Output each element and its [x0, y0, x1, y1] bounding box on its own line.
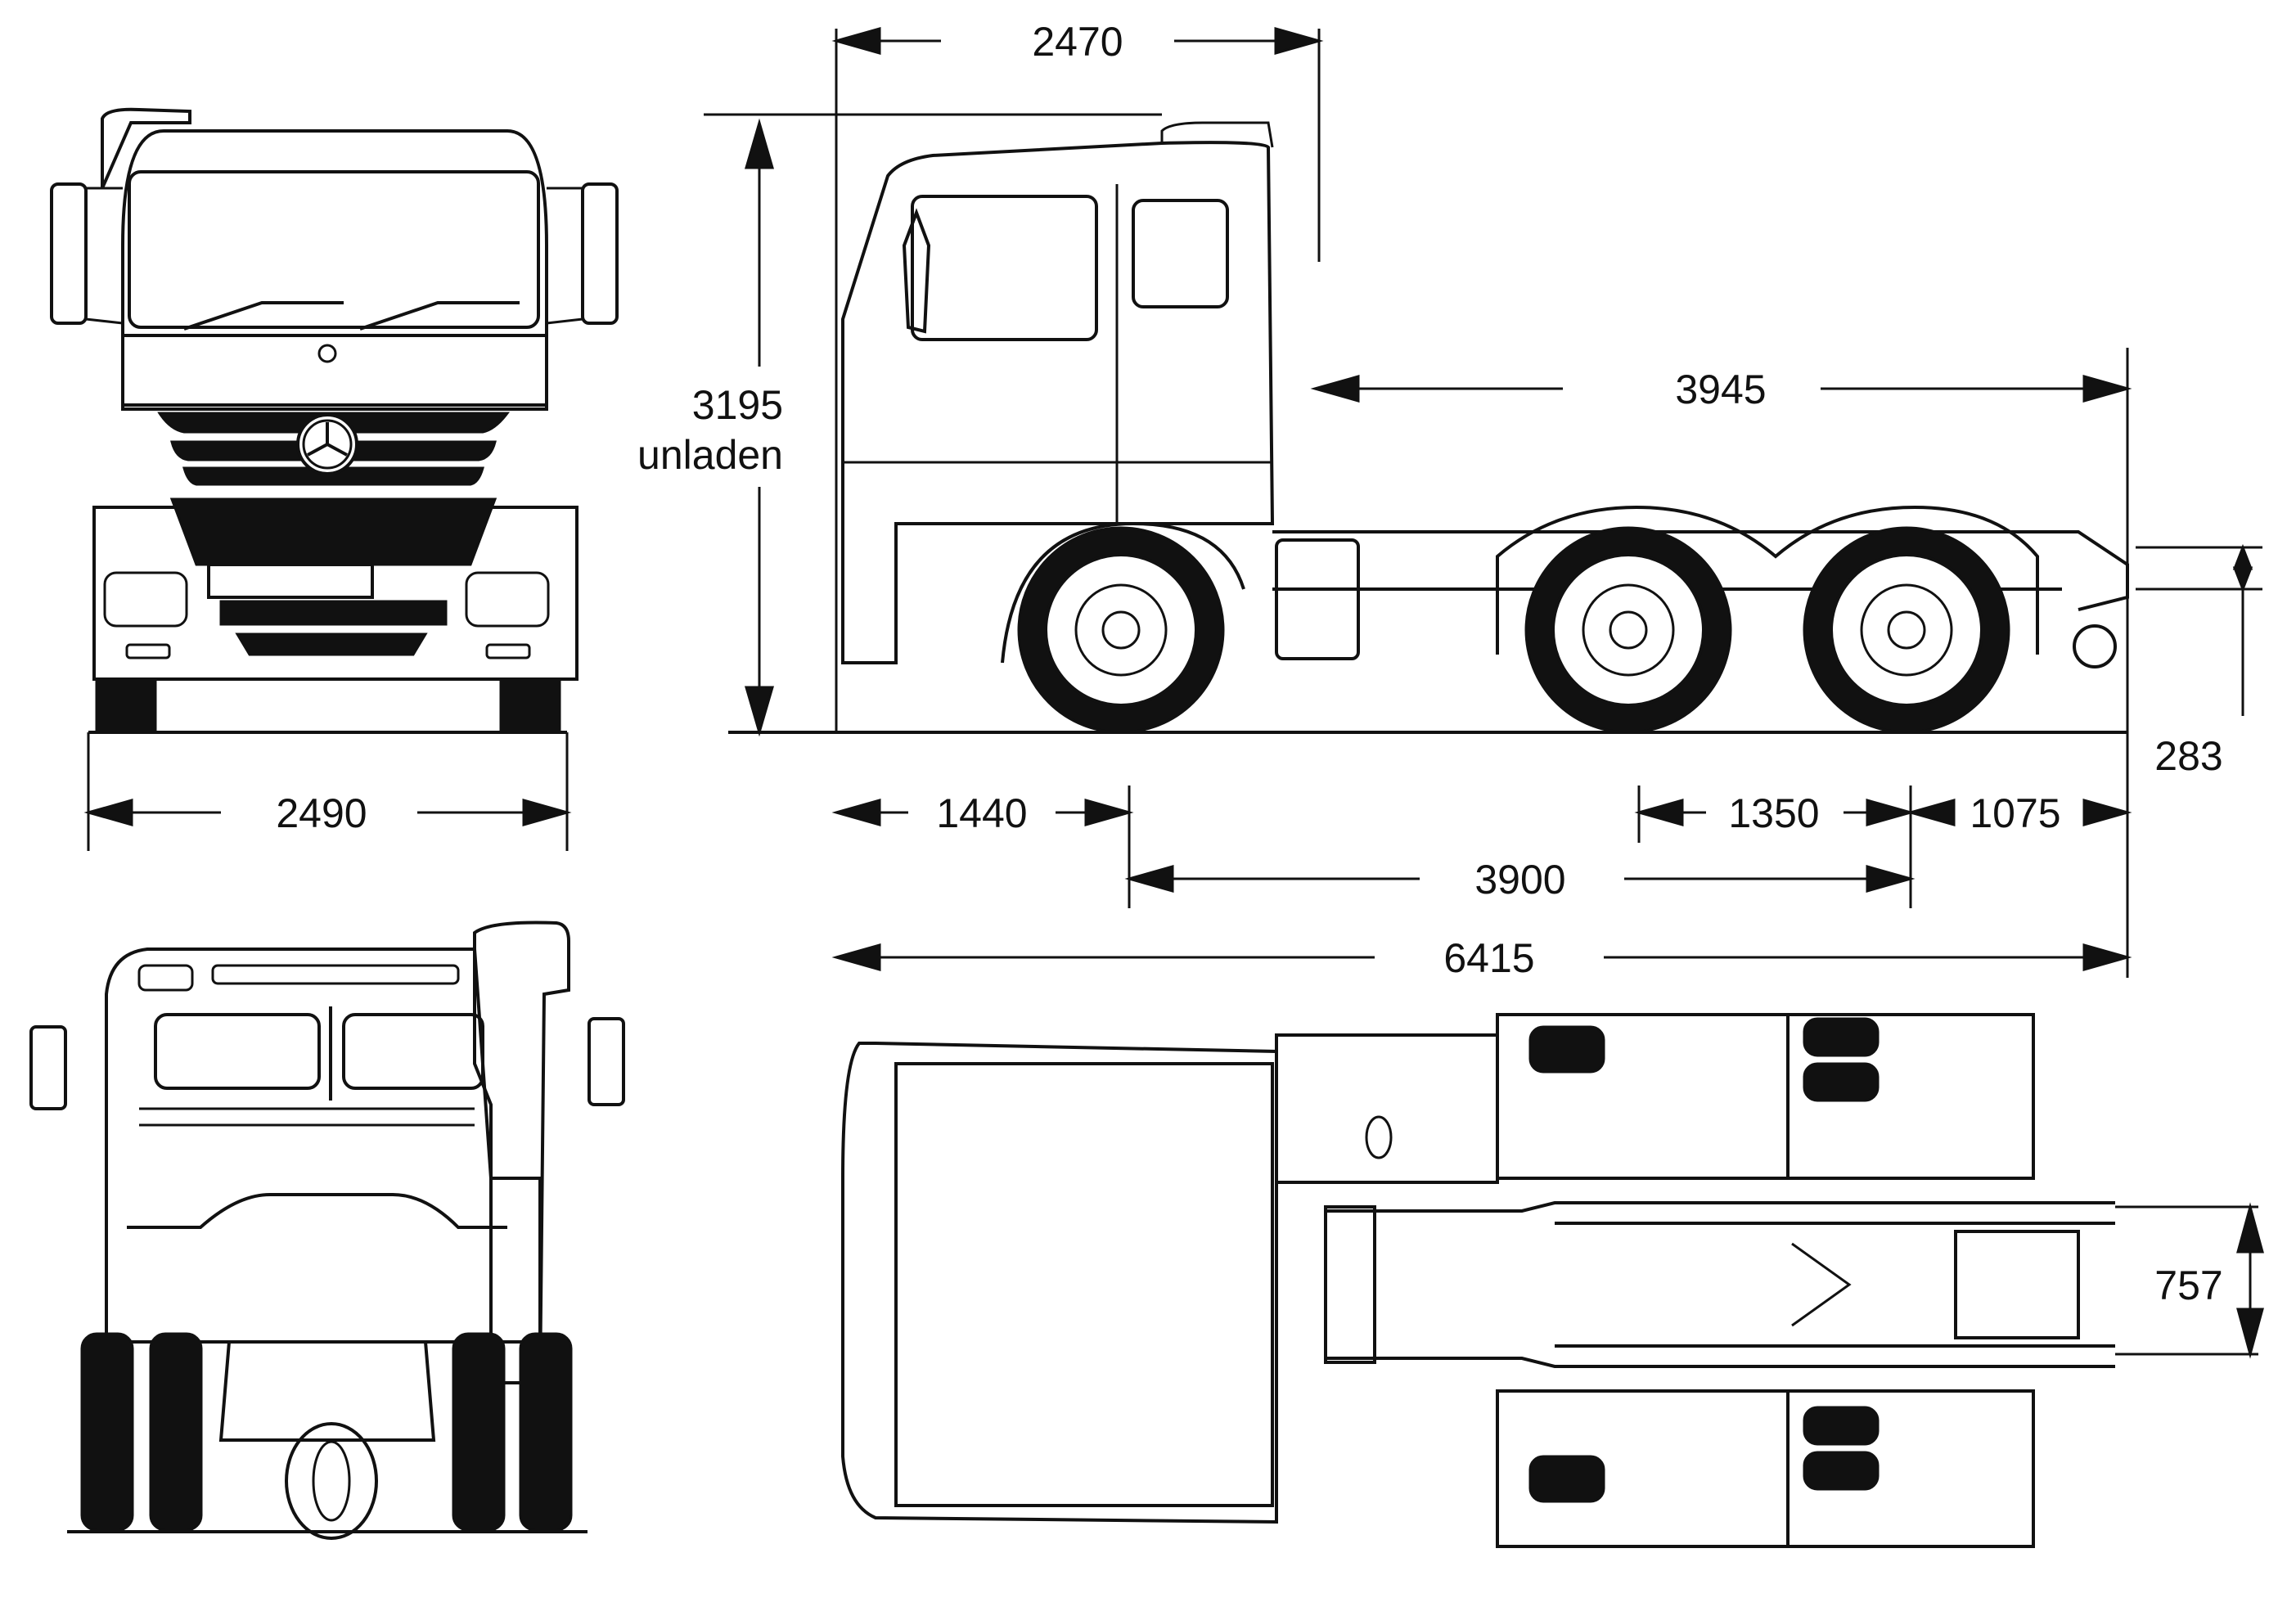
- rear-window-left: [154, 1013, 321, 1090]
- dim-wheelbase: 3900: [1474, 857, 1565, 903]
- rear-window-right: [342, 1013, 484, 1090]
- rear-mirror-left: [29, 1025, 67, 1110]
- front-headlamp-right: [465, 571, 550, 628]
- dim-cab-to-rear: 3945: [1675, 367, 1766, 412]
- top-tyre-2-left-a: [1803, 1017, 1880, 1057]
- top-fifth-wheel: [1954, 1230, 2080, 1339]
- top-cab-roof: [894, 1062, 1274, 1507]
- dim-front-overhang: 1440: [936, 790, 1027, 836]
- front-windshield: [128, 170, 540, 329]
- rear-mirror-right: [588, 1017, 625, 1106]
- front-view: [50, 107, 619, 734]
- side-view: [728, 121, 2129, 734]
- side-wheel-rear-1: [1524, 526, 1732, 734]
- dim-cab-length: 2470: [1032, 19, 1123, 65]
- rear-exhaust-stack: [473, 921, 570, 1384]
- dim-frame-width: 757: [2154, 1263, 2222, 1308]
- top-tyre-2-left-b: [1803, 1062, 1880, 1102]
- dim-height-value: 3195: [692, 382, 783, 428]
- top-tyre-2-right-b: [1803, 1451, 1880, 1491]
- side-rear-window: [1132, 199, 1229, 308]
- dim-tandem-spacing: 1350: [1728, 790, 1819, 836]
- rear-tyre-right-outer: [519, 1332, 573, 1532]
- side-wheel-rear-2: [1803, 526, 2010, 734]
- front-tyre-right: [499, 677, 561, 734]
- side-mudflap: [1275, 538, 1360, 660]
- side-wheel-front: [1017, 526, 1225, 734]
- front-headlamp-left: [103, 571, 188, 628]
- rear-tyre-left-outer: [80, 1332, 134, 1532]
- top-view: [841, 1013, 2115, 1548]
- rear-tyre-left-inner: [149, 1332, 203, 1532]
- dim-overall-length: 6415: [1443, 935, 1534, 981]
- dimension-lines: [83, 27, 2264, 1359]
- front-mirror-left: [50, 182, 88, 325]
- front-mirror-right: [581, 182, 619, 325]
- dim-overall-width: 2490: [276, 790, 367, 836]
- dim-fifth-wheel-offset: 283: [2154, 733, 2222, 779]
- side-cab-window: [911, 195, 1098, 341]
- top-tyre-1-left: [1528, 1025, 1605, 1074]
- dimension-labels: 2470 3195 unladen 3945 2490 1440 1350 10…: [276, 19, 2222, 1308]
- rear-tyre-right-inner: [452, 1332, 506, 1532]
- front-logo-icon: [296, 413, 358, 475]
- dim-rear-overhang: 1075: [1970, 790, 2060, 836]
- side-cab-outline: [841, 141, 1275, 664]
- dim-height-note: unladen: [637, 432, 783, 478]
- top-tyre-2-right-a: [1803, 1406, 1880, 1446]
- top-cab-outline: [841, 1042, 1278, 1524]
- top-tyre-1-right: [1528, 1455, 1605, 1503]
- front-cab-outline: [121, 129, 548, 407]
- front-roof-horn: [101, 107, 191, 189]
- front-tyre-left: [95, 677, 157, 734]
- rear-view: [29, 921, 625, 1540]
- rear-differential: [285, 1422, 378, 1540]
